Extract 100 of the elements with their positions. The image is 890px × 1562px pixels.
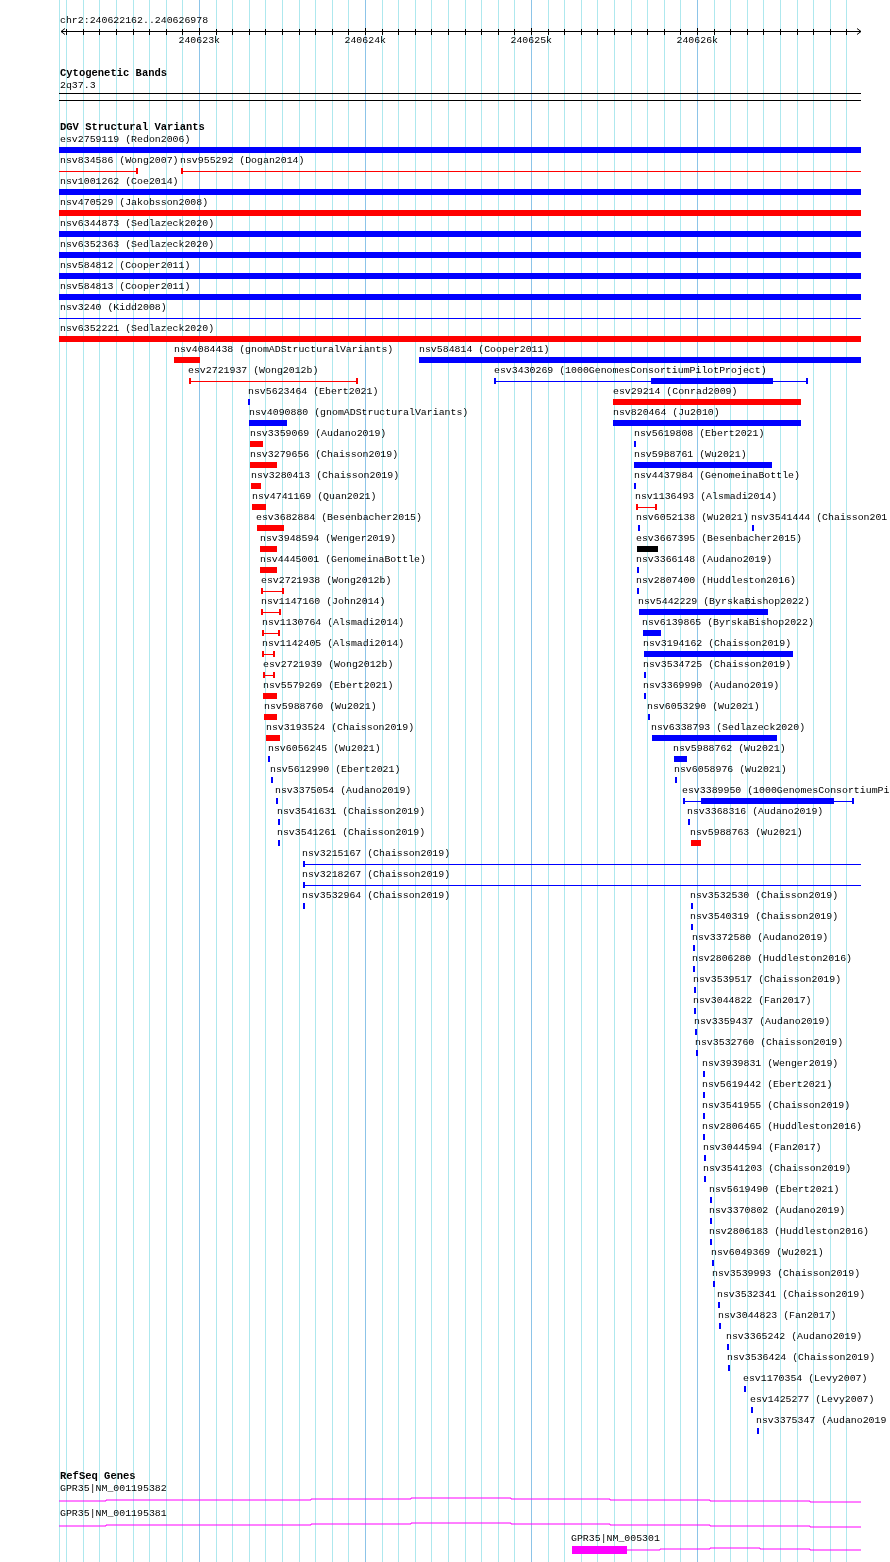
variant-label: nsv2806465 (Huddleston2016) xyxy=(702,1121,862,1133)
variant-label: nsv3372580 (Audano2019) xyxy=(692,932,829,944)
variant-label: nsv3540319 (Chaisson2019) xyxy=(690,911,839,923)
variant-label: esv3430269 (1000GenomesConsortiumPilotProject) xyxy=(494,365,767,377)
variant-label: nsv584814 (Cooper2011) xyxy=(419,344,550,356)
variant-label: nsv3539517 (Chaisson2019) xyxy=(693,974,842,986)
variant-label: nsv3218267 (Chaisson2019) xyxy=(302,869,451,881)
variant-label: nsv3541203 (Chaisson2019) xyxy=(703,1163,852,1175)
variant-label: esv3682884 (Besenbacher2015) xyxy=(256,512,422,524)
variant-label: nsv3359437 (Audano2019) xyxy=(694,1016,831,1028)
variant-label: nsv5988761 (Wu2021) xyxy=(634,449,747,461)
variant-label: nsv3541955 (Chaisson2019) xyxy=(702,1100,851,1112)
variant-label: nsv3280413 (Chaisson2019) xyxy=(251,470,400,482)
variant-label: nsv820464 (Ju2010) xyxy=(613,407,720,419)
variant-label: nsv6058976 (Wu2021) xyxy=(674,764,787,776)
variant-label: nsv5988763 (Wu2021) xyxy=(690,827,803,839)
scale-tick-label: 240625k xyxy=(510,35,552,47)
variant-label: nsv1001262 (Coe2014) xyxy=(60,176,179,188)
variant-label: nsv470529 (Jakobsson2008) xyxy=(60,197,209,209)
variant-label: nsv3541444 (Chaisson201 xyxy=(751,512,888,524)
variant-label: nsv3536424 (Chaisson2019) xyxy=(727,1352,876,1364)
variant-label: esv1170354 (Levy2007) xyxy=(743,1373,868,1385)
variant-label: nsv6053290 (Wu2021) xyxy=(647,701,760,713)
variant-label: nsv3541261 (Chaisson2019) xyxy=(277,827,426,839)
variant-label: nsv2807400 (Huddleston2016) xyxy=(636,575,796,587)
variant-label: nsv2806280 (Huddleston2016) xyxy=(692,953,852,965)
variant-label: esv2721939 (Wong2012b) xyxy=(263,659,394,671)
variant-label: nsv5579269 (Ebert2021) xyxy=(263,680,394,692)
variant-label: nsv1136493 (Alsmadi2014) xyxy=(635,491,778,503)
variant-label: nsv584812 (Cooper2011) xyxy=(60,260,191,272)
variant-label: nsv3532341 (Chaisson2019) xyxy=(717,1289,866,1301)
variant-label: nsv6352363 (Sedlazeck2020) xyxy=(60,239,215,251)
variant-label: nsv6338793 (Sedlazeck2020) xyxy=(651,722,806,734)
variant-label: esv3667395 (Besenbacher2015) xyxy=(636,533,802,545)
variant-label: nsv3375347 (Audano2019 xyxy=(756,1415,887,1427)
track-title: Cytogenetic Bands xyxy=(60,67,168,79)
track-title: RefSeq Genes xyxy=(60,1470,136,1482)
variant-label: nsv3532760 (Chaisson2019) xyxy=(695,1037,844,1049)
variant-label: nsv3375054 (Audano2019) xyxy=(275,785,412,797)
variant-label: nsv5619442 (Ebert2021) xyxy=(702,1079,833,1091)
variant-label: nsv3532964 (Chaisson2019) xyxy=(302,890,451,902)
variant-label: nsv4084438 (gnomADStructuralVariants) xyxy=(174,344,394,356)
variant-label: nsv3365242 (Audano2019) xyxy=(726,1331,863,1343)
variant-label: nsv3541631 (Chaisson2019) xyxy=(277,806,426,818)
variant-label: nsv3939831 (Wenger2019) xyxy=(702,1058,839,1070)
variant-label: nsv3532530 (Chaisson2019) xyxy=(690,890,839,902)
variant-label: nsv6049369 (Wu2021) xyxy=(711,1247,824,1259)
track-title: DGV Structural Variants xyxy=(60,121,205,133)
variant-label: nsv3366148 (Audano2019) xyxy=(636,554,773,566)
variant-label: nsv1142405 (Alsmadi2014) xyxy=(262,638,405,650)
variant-label: nsv955292 (Dogan2014) xyxy=(180,155,305,167)
variant-label: nsv3279656 (Chaisson2019) xyxy=(250,449,399,461)
scale-tick-label: 240624k xyxy=(344,35,386,47)
variant-label: esv1425277 (Levy2007) xyxy=(750,1394,875,1406)
variant-label: nsv3359069 (Audano2019) xyxy=(250,428,387,440)
gene-label: GPR35|NM_001195382 xyxy=(60,1483,167,1495)
variant-label: nsv3044822 (Fan2017) xyxy=(693,995,812,1007)
scale-tick-label: 240626k xyxy=(676,35,718,47)
variant-label: nsv5623464 (Ebert2021) xyxy=(248,386,379,398)
variant-label: nsv4090880 (gnomADStructuralVariants) xyxy=(249,407,469,419)
variant-label: nsv3044823 (Fan2017) xyxy=(718,1310,837,1322)
variant-label: nsv3370802 (Audano2019) xyxy=(709,1205,846,1217)
variant-label: esv3389950 (1000GenomesConsortiumPi xyxy=(682,785,890,797)
variant-label: nsv3194162 (Chaisson2019) xyxy=(643,638,792,650)
variant-label: nsv5988760 (Wu2021) xyxy=(264,701,377,713)
variant-label: nsv3240 (Kidd2008) xyxy=(60,302,167,314)
variant-label: nsv3193524 (Chaisson2019) xyxy=(266,722,415,734)
variant-label: nsv3534725 (Chaisson2019) xyxy=(643,659,792,671)
variant-label: nsv3369990 (Audano2019) xyxy=(643,680,780,692)
variant-label: esv2721937 (Wong2012b) xyxy=(188,365,319,377)
variant-label: nsv3948594 (Wenger2019) xyxy=(260,533,397,545)
variant-label: nsv6052138 (Wu2021) xyxy=(636,512,749,524)
variant-label: nsv584813 (Cooper2011) xyxy=(60,281,191,293)
gene-label: GPR35|NM_005301 xyxy=(571,1533,660,1545)
cytoband-label: 2q37.3 xyxy=(60,80,96,92)
variant-label: esv2759119 (Redon2006) xyxy=(60,134,191,146)
scale-tick-label: 240623k xyxy=(178,35,220,47)
variant-label: nsv5619490 (Ebert2021) xyxy=(709,1184,840,1196)
variant-label: nsv5612990 (Ebert2021) xyxy=(270,764,401,776)
variant-label: nsv5619808 (Ebert2021) xyxy=(634,428,765,440)
variant-label: nsv5442229 (ByrskaBishop2022) xyxy=(638,596,810,608)
variant-label: nsv4741169 (Quan2021) xyxy=(252,491,377,503)
variant-label: nsv1130764 (Alsmadi2014) xyxy=(262,617,405,629)
coordinate-label: chr2:240622162..240626978 xyxy=(60,15,209,27)
variant-label: nsv3368316 (Audano2019) xyxy=(687,806,824,818)
variant-label: nsv834586 (Wong2007) xyxy=(60,155,179,167)
variant-label: nsv2806183 (Huddleston2016) xyxy=(709,1226,869,1238)
variant-label: esv29214 (Conrad2009) xyxy=(613,386,738,398)
variant-label: nsv1147160 (John2014) xyxy=(261,596,386,608)
variant-label: nsv3215167 (Chaisson2019) xyxy=(302,848,451,860)
gene-label: GPR35|NM_001195381 xyxy=(60,1508,167,1520)
variant-label: nsv6139865 (ByrskaBishop2022) xyxy=(642,617,814,629)
variant-label: nsv3539993 (Chaisson2019) xyxy=(712,1268,861,1280)
variant-label: esv2721938 (Wong2012b) xyxy=(261,575,392,587)
variant-label: nsv6352221 (Sedlazeck2020) xyxy=(60,323,215,335)
variant-label: nsv3044594 (Fan2017) xyxy=(703,1142,822,1154)
variant-label: nsv6344873 (Sedlazeck2020) xyxy=(60,218,215,230)
variant-label: nsv6056245 (Wu2021) xyxy=(268,743,381,755)
variant-label: nsv4445001 (GenomeinaBottle) xyxy=(260,554,426,566)
variant-label: nsv4437984 (GenomeinaBottle) xyxy=(634,470,800,482)
